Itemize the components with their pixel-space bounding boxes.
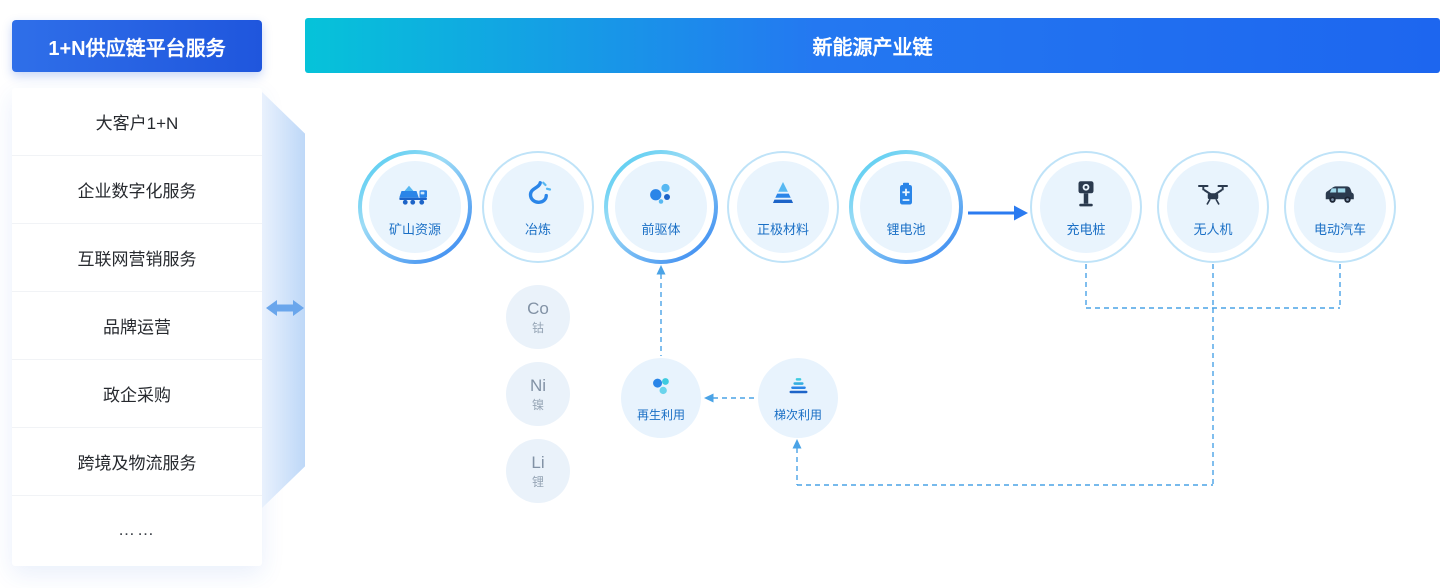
sidebar-item-digital-services[interactable]: 企业数字化服务 [12,156,262,224]
sidebar-item-crossborder-logistics[interactable]: 跨境及物流服务 [12,428,262,496]
charging-pile-icon [1068,176,1104,217]
chain-node-mine-resources: 矿山资源 [358,150,472,264]
app-node-label: 电动汽车 [1313,222,1366,237]
mining-truck-icon [397,176,433,217]
sidebar-item-key-account[interactable]: 大客户1+N [12,88,262,156]
recycle-node-label: 再生利用 [636,408,685,422]
sidebar: 大客户1+N 企业数字化服务 互联网营销服务 品牌运营 政企采购 跨境及物流服务… [12,88,262,566]
chain-node-cathode-material: 正极材料 [727,151,839,263]
metal-node-cobalt: Co 钴 [506,285,570,349]
metal-symbol: Ni [529,375,547,395]
smelting-hook-icon [520,176,556,217]
chain-node-label: 锂电池 [886,222,926,237]
connector-band [262,92,305,508]
double-arrow-icon [266,300,304,316]
chain-node-lithium-battery: 锂电池 [849,150,963,264]
app-node-drone: 无人机 [1157,151,1269,263]
metal-name: 镍 [531,397,544,412]
chain-node-smelting: 冶炼 [482,151,594,263]
metal-node-lithium: Li 锂 [506,439,570,503]
app-node-charging-pile: 充电桩 [1030,151,1142,263]
page-title: 新能源产业链 [305,18,1440,73]
drone-icon [1195,176,1231,217]
recycle-node-regeneration: 再生利用 [621,358,701,438]
app-node-electric-vehicle: 电动汽车 [1284,151,1396,263]
electric-vehicle-icon [1322,176,1358,217]
metal-name: 锂 [531,474,544,489]
chain-node-label: 前驱体 [641,222,681,237]
chain-node-label: 正极材料 [756,222,809,237]
chain-node-precursor: 前驱体 [604,150,718,264]
sidebar-title: 1+N供应链平台服务 [12,20,262,72]
recycle-node-label: 梯次利用 [773,408,822,422]
app-node-label: 无人机 [1193,222,1233,237]
recycle-node-cascade: 梯次利用 [758,358,838,438]
sidebar-item-internet-marketing[interactable]: 互联网营销服务 [12,224,262,292]
app-node-label: 充电桩 [1066,222,1106,237]
metal-name: 钴 [531,320,544,335]
sidebar-item-more[interactable]: …… [118,520,156,539]
chain-node-label: 矿山资源 [388,222,441,237]
precursor-molecule-icon [643,176,679,217]
metal-node-nickel: Ni 镍 [506,362,570,426]
sidebar-item-gov-procurement[interactable]: 政企采购 [12,360,262,428]
chain-node-label: 冶炼 [524,222,551,237]
lithium-battery-icon [888,176,924,217]
cathode-pyramid-icon [765,176,801,217]
metal-symbol: Co [527,298,549,318]
sidebar-item-brand-operation[interactable]: 品牌运营 [12,292,262,360]
recycle-icon [648,373,675,405]
metal-symbol: Li [531,452,545,472]
cascade-utilization-icon [785,373,812,405]
